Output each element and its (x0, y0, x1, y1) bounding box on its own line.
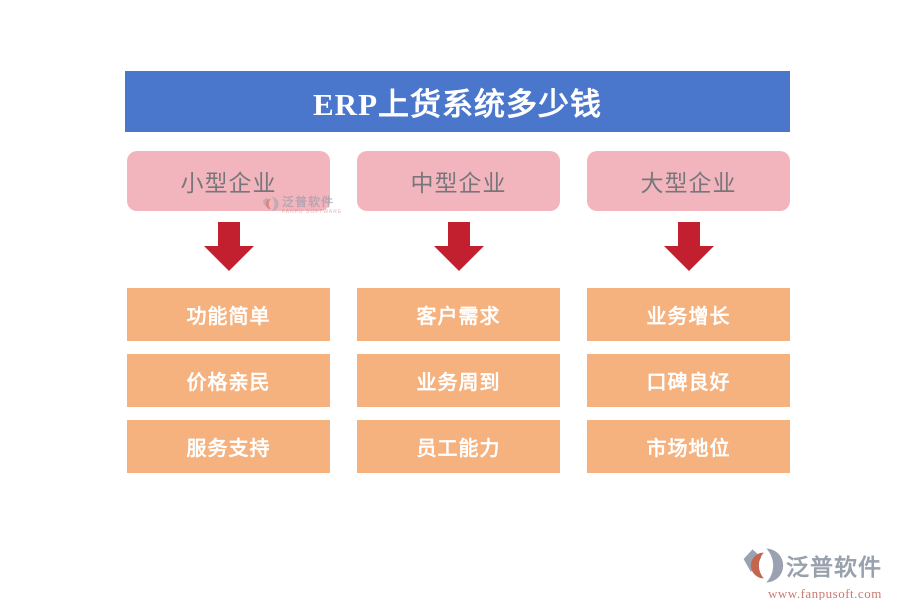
column-small-enterprise: 小型企业 功能简单 价格亲民 服务支持 (127, 151, 330, 473)
feature-item: 口碑良好 (587, 354, 790, 407)
footer-brand: 泛普软件 (786, 555, 882, 580)
footer-logo: 泛普软件 www.fanpusoft.com (742, 546, 894, 600)
column-header-medium: 中型企业 (357, 151, 560, 211)
down-arrow-icon (433, 222, 484, 271)
feature-item: 市场地位 (587, 420, 790, 473)
column-header-large: 大型企业 (587, 151, 790, 211)
feature-item: 业务增长 (587, 288, 790, 341)
watermark-subtext: FANPU SOFTWARE (282, 209, 343, 215)
feature-item: 业务周到 (357, 354, 560, 407)
watermark: 泛普软件 FANPU SOFTWARE (262, 196, 342, 217)
column-header-small: 小型企业 (127, 151, 330, 211)
column-medium-enterprise: 中型企业 客户需求 业务周到 员工能力 (357, 151, 560, 473)
feature-item: 客户需求 (357, 288, 560, 341)
watermark-brand: 泛普软件 (282, 195, 335, 209)
down-arrow-icon (203, 222, 254, 271)
fanpu-logo-icon (262, 196, 279, 217)
feature-item: 价格亲民 (127, 354, 330, 407)
fanpu-logo-icon (742, 546, 784, 590)
feature-item: 员工能力 (357, 420, 560, 473)
page-title: ERP上货系统多少钱 (313, 87, 602, 122)
down-arrow-icon (663, 222, 714, 271)
footer-url: www.fanpusoft.com (768, 586, 882, 600)
feature-item: 功能简单 (127, 288, 330, 341)
title-banner: ERP上货系统多少钱 (125, 71, 790, 132)
feature-item: 服务支持 (127, 420, 330, 473)
column-large-enterprise: 大型企业 业务增长 口碑良好 市场地位 (587, 151, 790, 473)
columns-grid: 小型企业 功能简单 价格亲民 服务支持 中型企业 客户需求 业务周到 员工能力 … (127, 151, 790, 473)
